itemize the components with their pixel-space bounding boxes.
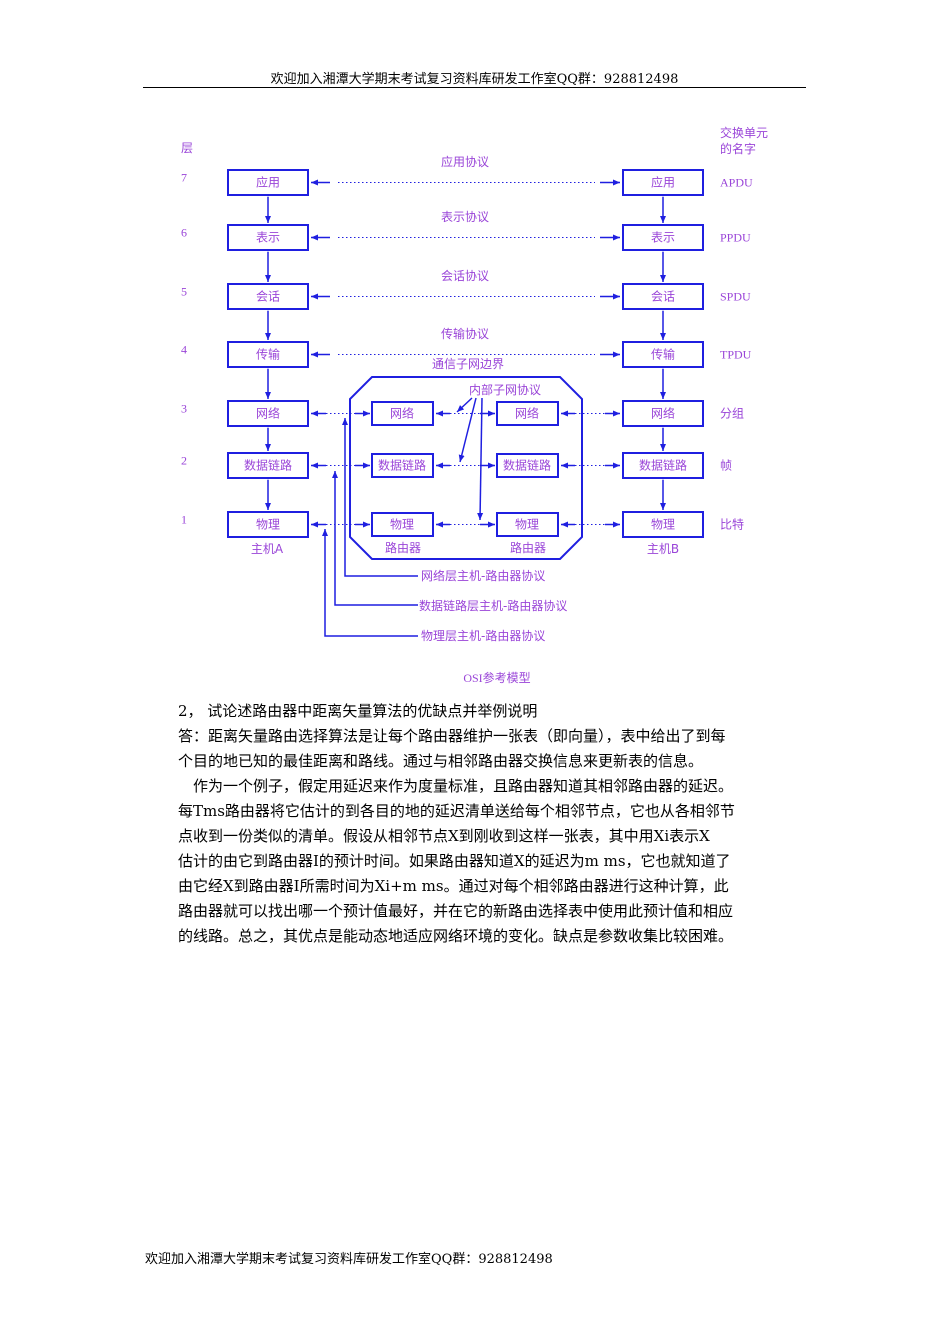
host-b-layer-name: 网络 [651,406,675,421]
diagram-lines [265,179,666,637]
host-a-layer-box [227,169,309,196]
host-a-layer-box [227,283,309,310]
paragraph-line: 估计的由它到路由器I的预计时间。如果路由器知道X的延迟为m ms，它也就知道了 [178,852,731,870]
page-footer: 欢迎加入湘潭大学期末考试复习资料库研发工作室QQ群：928812498 [145,1252,553,1267]
host-a-layer-name: 物理 [256,518,280,532]
router1-layer-name: 网络 [390,406,414,421]
paragraph-line: 点收到一份类似的清单。假设从相邻节点X到刚收到这样一张表，其中用Xi表示X [178,827,710,845]
host-b-layer-name: 表示 [651,231,675,245]
router1-layer-box [371,512,434,537]
peer-protocol-label: 传输协议 [441,326,489,341]
host-a-layer-box [227,341,309,368]
router1-layer-name: 物理 [390,518,414,532]
host-a-label: 主机A [251,542,284,556]
host-a-layer-name: 传输 [256,347,280,362]
router-label: 路由器 [510,540,546,555]
host-a-layer-name: 应用 [256,175,280,190]
router2-layer-name: 物理 [515,518,539,532]
host-a-layer-name: 数据链路 [244,458,292,473]
peer-protocol-label: 会话协议 [441,268,489,283]
network-host-router-label: 网络层主机-路由器协议 [421,568,545,583]
paragraph-line: 每Tms路由器将它估计的到各目的地的延迟清单送给每个相邻节点，它也从各相邻节 [178,802,735,820]
router1-layer-name: 数据链路 [378,458,426,473]
header-rule [143,87,806,88]
internal-protocol-label: 内部子网协议 [469,382,541,397]
host-b-layer-name: 传输 [651,347,675,362]
unit-name: PPDU [720,231,751,245]
router1-layer-box [371,453,434,478]
host-a-layer-box [227,400,309,427]
host-b-layer-box [622,341,704,368]
router2-layer-box [496,512,559,537]
unit-heading: 交换单元 [720,125,768,140]
layer-heading: 层 [181,141,193,155]
unit-name: TPDU [720,348,752,362]
page-header: 欢迎加入湘潭大学期末考试复习资料库研发工作室QQ群：928812498 [270,72,679,87]
unit-name: 分组 [720,407,744,421]
router2-layer-name: 网络 [515,406,539,421]
osi-diagram: 层 交换单元 的名字 7 应用 应用 APDU 应用协议 6 表示 表示 PPDU 表示协议 5 会话… [181,125,768,685]
subnet-boundary [349,376,583,560]
answer-text: 2， 试论述路由器中距离矢量算法的优缺点并举例说明答：距离矢量路由选择算法是让每… [178,699,808,949]
host-b-layer-box [622,283,704,310]
host-a-layer-box [227,511,309,538]
unit-name: 比特 [720,517,744,532]
host-b-layer-name: 会话 [651,290,675,304]
layer-number: 7 [181,171,187,185]
router-label: 路由器 [385,540,421,555]
router2-layer-box [496,401,559,426]
host-b-layer-box [622,224,704,251]
router2-layer-box [496,453,559,478]
layer-number: 6 [181,226,187,240]
host-b-layer-box [622,400,704,427]
layer-number: 1 [181,513,187,527]
host-a-layer-box [227,452,309,479]
paragraph-line: 答：距离矢量路由选择算法是让每个路由器维护一张表（即向量），表中给出了到每 [178,727,726,745]
unit-heading-2: 的名字 [720,141,756,156]
host-a-layer-name: 表示 [256,231,280,245]
paragraph-line: 的线路。总之，其优点是能动态地适应网络环境的变化。缺点是参数收集比较困难。 [178,927,734,945]
paragraph-line: 作为一个例子，假定用延迟来作为度量标准，且路由器知道其相邻路由器的延迟。 [178,777,734,795]
host-b-label: 主机B [647,542,679,556]
host-a-layer-name: 网络 [256,406,280,421]
layer-number: 2 [181,454,187,468]
router2-layer-name: 数据链路 [503,458,551,473]
datalink-host-router-label: 数据链路层主机-路由器协议 [419,598,567,613]
host-b-layer-name: 物理 [651,518,675,532]
host-b-layer-name: 数据链路 [639,458,687,473]
unit-name: APDU [720,176,753,190]
host-b-layer-box [622,511,704,538]
diagram-caption: OSI参考模型 [463,670,530,685]
peer-protocol-label: 应用协议 [441,154,489,169]
paragraph-line: 由它经X到路由器I所需时间为Xi+m ms。通过对每个相邻路由器进行这种计算，此 [178,877,729,895]
paragraph-line: 2， 试论述路由器中距离矢量算法的优缺点并举例说明 [178,702,538,720]
host-b-layer-box [622,452,704,479]
layer-number: 5 [181,285,187,299]
host-b-layer-box [622,169,704,196]
unit-name: SPDU [720,290,751,304]
peer-protocol-label: 表示协议 [441,209,489,224]
host-a-layer-box [227,224,309,251]
layer-number: 4 [181,343,187,357]
host-b-layer-name: 应用 [651,175,675,190]
subnet-boundary-label: 通信子网边界 [432,357,504,371]
unit-name: 帧 [720,459,732,473]
router1-layer-box [371,401,434,426]
paragraph-line: 路由器就可以找出哪一个预计值最好，并在它的新路由选择表中使用此预计值和相应 [178,902,734,920]
layer-number: 3 [181,402,187,416]
host-a-layer-name: 会话 [256,290,280,304]
paragraph-line: 个目的地已知的最佳距离和路线。通过与相邻路由器交换信息来更新表的信息。 [178,752,704,770]
physical-host-router-label: 物理层主机-路由器协议 [421,628,545,643]
